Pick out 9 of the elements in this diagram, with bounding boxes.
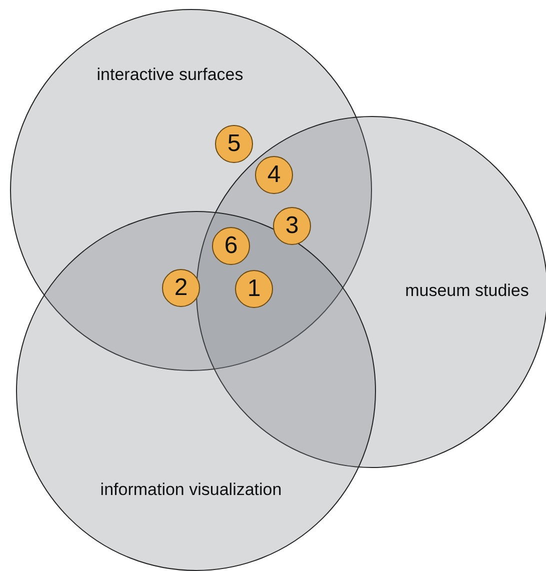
callout-number: 4 [255,156,293,194]
callout-number: 1 [235,270,273,308]
set-label: museum studies [405,281,529,301]
callout-number: 3 [273,207,311,245]
callout-number: 6 [212,227,250,265]
set-label: interactive surfaces [96,65,244,85]
callout-number: 5 [215,125,253,163]
set-label: information visualization [100,480,282,500]
callout-number: 2 [162,269,200,307]
